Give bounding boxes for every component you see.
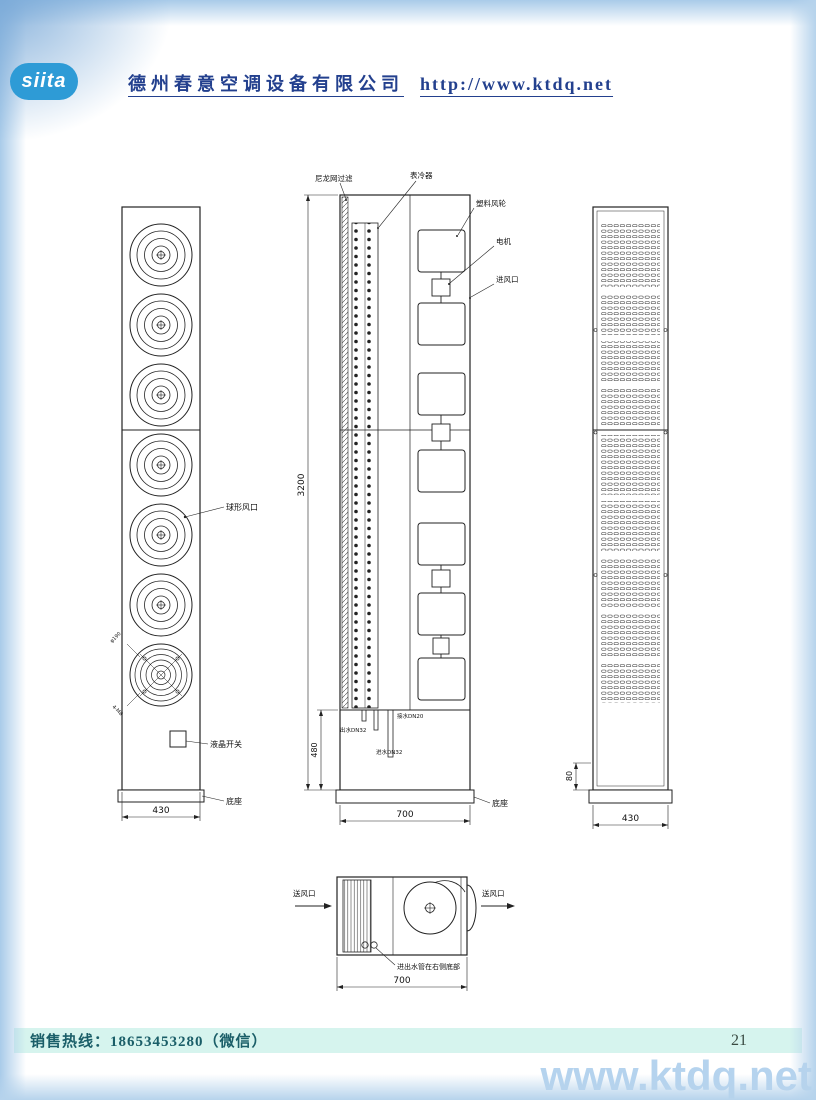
front-small-dims [126, 643, 141, 707]
company-name: 德州春意空调设备有限公司 [128, 74, 404, 94]
pipes [361, 709, 394, 758]
siita-logo-text: siita [21, 70, 67, 92]
motors [431, 272, 451, 658]
label-pipe-out: 出水DN32 [340, 726, 366, 734]
label-lcd-switch: 液晶开关 [185, 739, 242, 749]
label-base-side: 底座 [473, 796, 508, 808]
airflow-arrow-left: 送风口 [293, 888, 332, 909]
svg-text:进出水管在右侧底部: 进出水管在右侧底部 [397, 962, 460, 971]
page-border-right [790, 0, 816, 1100]
dim-side-width [339, 805, 471, 825]
page-number: 21 [731, 1031, 747, 1049]
coil-top-view [342, 879, 372, 953]
dim-top-width-text: 700 [393, 976, 410, 986]
label-air-inlet: 进风口 [496, 275, 519, 284]
watermark-url: www.ktdq.net [540, 1052, 812, 1099]
label-fan-wheel: 塑料风轮 [476, 198, 506, 208]
lcd-switch [169, 730, 187, 748]
svg-text:球形风口: 球形风口 [226, 502, 258, 512]
top-view-drawing: 进出水管在右侧底部 送风口 送风口 700 [293, 876, 515, 991]
dim-front-width [121, 792, 201, 821]
pipe-connections [361, 941, 378, 949]
sales-hotline: 销售热线：18653453280（微信） [30, 1034, 268, 1050]
component-labels [339, 180, 495, 299]
dim-side-lower-text: 480 [310, 742, 319, 757]
dim-front-width-text: 430 [152, 806, 169, 816]
page-border-top [0, 0, 816, 26]
side-base [335, 789, 475, 804]
svg-text:送风口: 送风口 [482, 888, 505, 898]
outlet-bulge [466, 884, 477, 932]
side-view-drawing: 尼龙网过滤 表冷器 塑料风轮 电机 进风口 接水DN20 出水DN32 进水DN… [297, 170, 519, 825]
label-pipe-in: 进水DN32 [376, 748, 402, 756]
label-motor: 电机 [496, 236, 511, 246]
cooling-coil [351, 222, 379, 709]
front-small-dim-1: φ190 [109, 631, 122, 644]
footer-band: 销售热线：18653453280（微信） 21 [14, 1028, 802, 1053]
label-coil: 表冷器 [410, 170, 433, 180]
back-base [588, 789, 673, 804]
dim-side-height-text: 3200 [297, 473, 307, 496]
dim-side-lower [317, 709, 338, 790]
fan-scroll [403, 880, 466, 935]
label-ball-outlet: 球形风口 [183, 502, 258, 519]
label-pipes-location: 进出水管在右侧底部 [375, 947, 460, 971]
airflow-arrow-right: 送风口 [481, 888, 515, 909]
dim-back-width-text: 430 [622, 814, 639, 824]
page-header: 德州春意空调设备有限公司 http://www.ktdq.net [128, 70, 613, 96]
back-view-drawing: 80 430 [565, 206, 673, 829]
dim-back-width [592, 805, 669, 829]
label-filter: 尼龙网过滤 [315, 173, 353, 183]
dim-top-width [336, 957, 468, 991]
label-pipe-drain: 接水DN20 [397, 712, 424, 720]
front-cabinet-outline [117, 206, 205, 803]
bolt-circles [593, 328, 668, 577]
dim-side-height [304, 194, 338, 791]
fan-units [417, 229, 466, 701]
svg-text:液晶开关: 液晶开关 [210, 739, 242, 749]
nylon-filter-strip [341, 196, 349, 709]
siita-logo: siita [10, 63, 78, 100]
dim-back-base-text: 80 [565, 771, 574, 781]
grille-slots-upper [601, 223, 660, 425]
website-url: http://www.ktdq.net [420, 74, 614, 94]
dim-side-width-text: 700 [396, 810, 413, 820]
front-view-drawing: φ190 4-M8 球形风口 液晶开关 底座 430 [109, 206, 258, 821]
svg-text:送风口: 送风口 [293, 888, 316, 898]
label-base-front: 底座 [201, 795, 242, 806]
page-border-left [0, 0, 26, 1100]
dim-back-base [573, 762, 591, 791]
svg-text:底座: 底座 [226, 796, 242, 806]
grille-gaps [600, 287, 661, 663]
svg-text:底座: 底座 [492, 798, 508, 808]
bottom-fan-outlet [129, 643, 193, 707]
